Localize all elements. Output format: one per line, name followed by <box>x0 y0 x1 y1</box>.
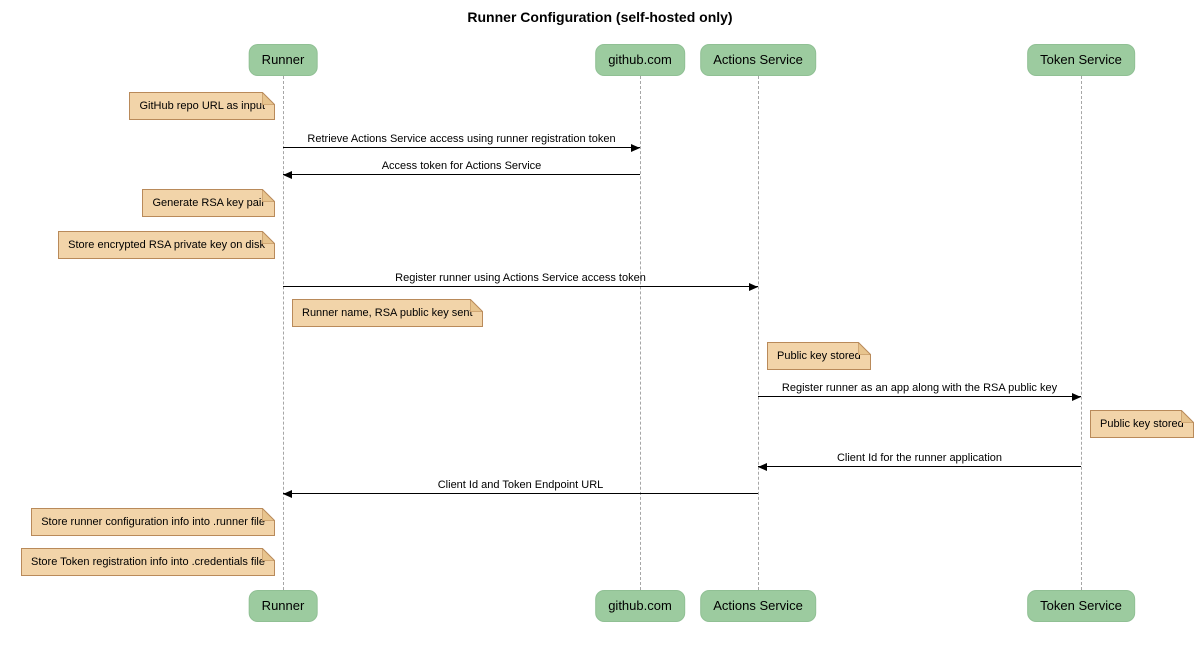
note-text: GitHub repo URL as input <box>139 100 265 112</box>
message-arrow-4: Register runner as an app along with the… <box>758 380 1081 401</box>
message-arrow-2: Access token for Actions Service <box>283 158 640 179</box>
message-line <box>283 286 758 287</box>
lifeline-actions <box>757 76 759 590</box>
message-line <box>758 466 1081 467</box>
note-text: Public key stored <box>777 350 861 362</box>
note-fold-icon <box>262 189 275 202</box>
lifeline-runner <box>282 76 284 590</box>
arrowhead-icon <box>1072 393 1081 401</box>
participant-token-top: Token Service <box>1027 44 1135 76</box>
message-line <box>283 493 758 494</box>
note-5: Public key stored <box>767 342 871 370</box>
note-fold-icon <box>1180 410 1194 423</box>
message-arrow-5: Client Id for the runner application <box>758 450 1081 471</box>
note-fold-icon <box>262 508 275 521</box>
participant-github-bottom: github.com <box>595 590 685 622</box>
message-label: Access token for Actions Service <box>381 160 542 172</box>
participant-runner-top: Runner <box>248 44 318 76</box>
note-6: Public key stored <box>1090 410 1194 438</box>
note-text: Store encrypted RSA private key on disk <box>68 239 265 251</box>
message-label: Client Id and Token Endpoint URL <box>437 479 604 491</box>
message-arrow-1: Retrieve Actions Service access using ru… <box>283 131 640 152</box>
note-1: GitHub repo URL as input <box>129 92 275 120</box>
arrowhead-icon <box>749 283 758 291</box>
diagram-title: Runner Configuration (self-hosted only) <box>467 9 733 25</box>
note-fold-icon <box>262 231 275 244</box>
participant-actions-bottom: Actions Service <box>700 590 816 622</box>
lifeline-token <box>1080 76 1082 590</box>
participant-runner-bottom: Runner <box>248 590 318 622</box>
message-label: Register runner as an app along with the… <box>781 382 1058 394</box>
note-8: Store Token registration info into .cred… <box>21 548 275 576</box>
note-4: Runner name, RSA public key sent <box>292 299 483 327</box>
message-label: Retrieve Actions Service access using ru… <box>307 133 616 145</box>
lifeline-github <box>639 76 641 590</box>
note-text: Runner name, RSA public key sent <box>302 307 473 319</box>
participant-token-bottom: Token Service <box>1027 590 1135 622</box>
participant-actions-top: Actions Service <box>700 44 816 76</box>
note-2: Generate RSA key pair <box>142 189 275 217</box>
arrowhead-icon <box>758 463 767 471</box>
note-7: Store runner configuration info into .ru… <box>31 508 275 536</box>
message-line <box>283 147 640 148</box>
note-fold-icon <box>262 92 275 105</box>
note-fold-icon <box>857 342 871 355</box>
arrowhead-icon <box>283 171 292 179</box>
message-line <box>758 396 1081 397</box>
note-text: Store runner configuration info into .ru… <box>41 516 265 528</box>
message-line <box>283 174 640 175</box>
arrowhead-icon <box>283 490 292 498</box>
note-text: Generate RSA key pair <box>152 197 265 209</box>
message-arrow-6: Client Id and Token Endpoint URL <box>283 477 758 498</box>
note-fold-icon <box>262 548 275 561</box>
note-text: Store Token registration info into .cred… <box>31 556 265 568</box>
message-label: Register runner using Actions Service ac… <box>395 272 646 284</box>
note-fold-icon <box>469 299 483 312</box>
message-arrow-3: Register runner using Actions Service ac… <box>283 270 758 291</box>
note-3: Store encrypted RSA private key on disk <box>58 231 275 259</box>
arrowhead-icon <box>631 144 640 152</box>
note-text: Public key stored <box>1100 418 1184 430</box>
message-label: Client Id for the runner application <box>836 452 1003 464</box>
participant-github-top: github.com <box>595 44 685 76</box>
